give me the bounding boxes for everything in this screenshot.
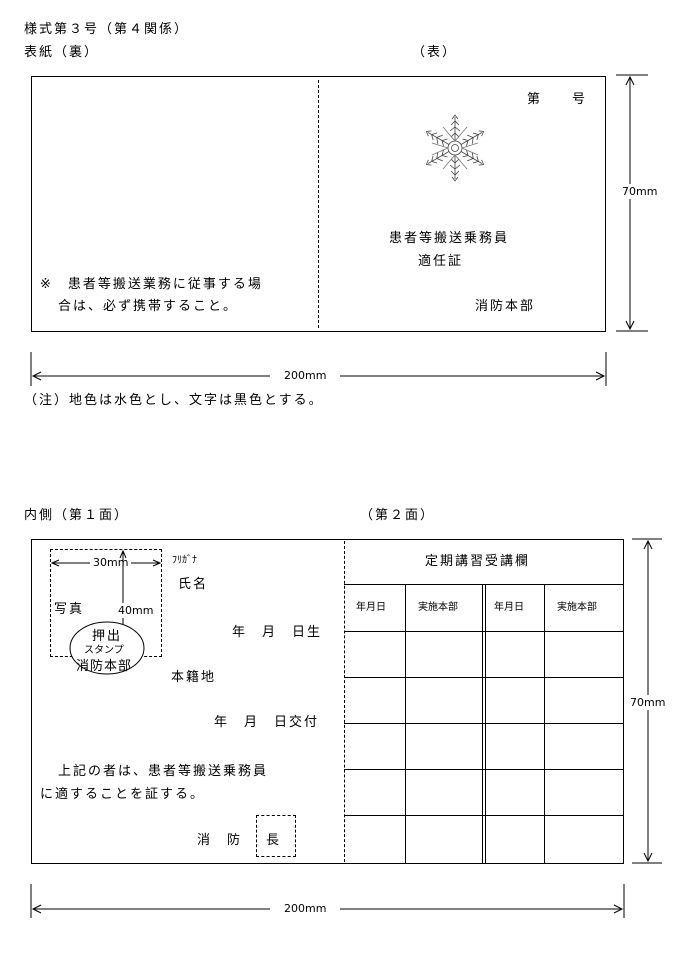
cover-width-label: 200mm: [270, 370, 341, 381]
cover-number-label: 第 号: [527, 92, 588, 107]
inner-card: [31, 539, 624, 864]
lecture-table-title: 定期講習受講欄: [425, 554, 531, 569]
table-column-rule: [544, 584, 545, 863]
cover-back-label: 表紙（裏）: [24, 45, 100, 60]
table-column-rule: [485, 584, 486, 863]
cover-card: [31, 76, 606, 332]
cover-height-label: 70mm: [622, 184, 658, 199]
domicile-label: 本籍地: [171, 670, 217, 685]
inner-page2-label: （第２面）: [360, 508, 436, 523]
stamp-line2: スタンプ: [84, 645, 124, 656]
table-rule: [344, 631, 624, 632]
issue-date-label: 年 月 日交付: [214, 715, 320, 730]
certify-line1: 上記の者は、患者等搬送乗務員: [58, 764, 269, 779]
inner-width-dimension: [30, 884, 625, 918]
inner-page1-label: 内側（第１面）: [24, 508, 130, 523]
stamp-line3: 消防本部: [76, 659, 133, 674]
chief-prefix: 消 防: [197, 833, 243, 848]
photo-height-label: 40mm: [117, 603, 155, 618]
color-note: （注）地色は水色とし、文字は黒色とする。: [24, 393, 324, 408]
furigana-label: ﾌﾘｶﾞﾅ: [172, 555, 197, 566]
table-header-date: 年月日: [494, 602, 524, 613]
cover-notice-line2: 合は、必ず携帯すること。: [58, 299, 239, 314]
table-header-date: 年月日: [356, 602, 386, 613]
inner-fold-line: [344, 541, 345, 862]
chief-seal-box: [256, 815, 296, 857]
table-column-rule: [482, 584, 483, 863]
certify-line2: に適することを証する。: [40, 787, 206, 802]
birth-date-label: 年 月 日生: [232, 625, 323, 640]
table-column-rule: [405, 584, 406, 863]
cover-issuer: 消防本部: [475, 299, 536, 314]
inner-height-label: 70mm: [630, 695, 666, 710]
fire-department-emblem-icon: [420, 113, 490, 183]
table-rule: [344, 723, 624, 724]
cover-front-label: （表）: [412, 45, 458, 60]
table-header-hq: 実施本部: [557, 602, 597, 613]
cover-fold-line: [318, 80, 319, 328]
form-number: 様式第３号（第４関係）: [24, 22, 190, 37]
cover-title-line2: 適任証: [418, 254, 464, 269]
photo-width-label: 30mm: [90, 557, 132, 568]
inner-width-label: 200mm: [270, 903, 341, 914]
stamp-circle: [69, 621, 145, 675]
cover-title-line1: 患者等搬送乗務員: [389, 231, 510, 246]
photo-label: 写真: [54, 602, 85, 617]
chief-seal-label: 長: [266, 833, 282, 848]
table-rule: [344, 815, 624, 816]
cover-notice-line1: ※ 患者等搬送業務に従事する場: [40, 277, 263, 292]
table-rule: [344, 584, 624, 585]
table-header-hq: 実施本部: [418, 602, 458, 613]
table-rule: [344, 769, 624, 770]
cover-height-dimension: [616, 74, 648, 332]
table-rule: [344, 677, 624, 678]
stamp-line1: 押出: [92, 629, 123, 644]
name-label: 氏名: [178, 577, 209, 592]
